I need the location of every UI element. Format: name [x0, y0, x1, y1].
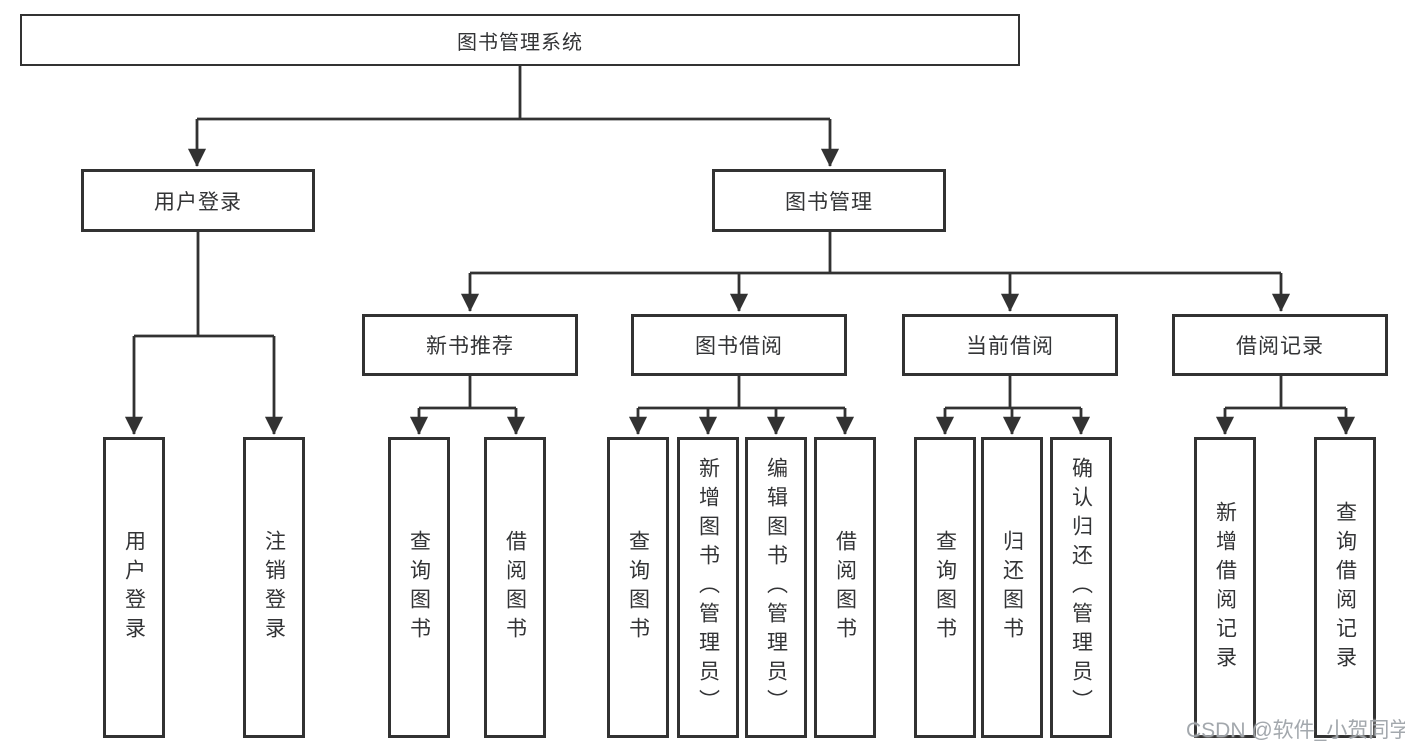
node-book-borrowing: 图书借阅 — [631, 314, 847, 376]
leaf-logout: 注销登录 — [243, 437, 305, 738]
node-borrowing-records: 借阅记录 — [1172, 314, 1388, 376]
node-library-system: 图书管理系统 — [20, 14, 1020, 66]
leaf-add-books-admin: 新增图书（管理员） — [677, 437, 739, 738]
node-book-management: 图书管理 — [712, 169, 946, 232]
leaf-user-login: 用户登录 — [103, 437, 165, 738]
leaf-borrow-books-borrowing-label: 借阅图书 — [833, 529, 857, 646]
leaf-edit-books-admin-label: 编辑图书（管理员） — [764, 457, 788, 718]
leaf-query-borrow-record: 查询借阅记录 — [1314, 437, 1376, 738]
leaf-add-borrow-record: 新增借阅记录 — [1194, 437, 1256, 738]
leaf-query-books-recommend: 查询图书 — [388, 437, 450, 738]
leaf-query-books-current: 查询图书 — [914, 437, 976, 738]
node-user-login: 用户登录 — [81, 169, 315, 232]
leaf-add-books-admin-label: 新增图书（管理员） — [696, 457, 720, 718]
leaf-query-books-borrowing-label: 查询图书 — [626, 529, 650, 646]
node-current-borrowing: 当前借阅 — [902, 314, 1118, 376]
leaf-edit-books-admin: 编辑图书（管理员） — [745, 437, 807, 738]
leaf-user-login-label: 用户登录 — [122, 529, 146, 646]
leaf-borrow-books-recommend-label: 借阅图书 — [503, 529, 527, 646]
leaf-return-books: 归还图书 — [981, 437, 1043, 738]
leaf-query-books-current-label: 查询图书 — [933, 529, 957, 646]
leaf-confirm-return-admin-label: 确认归还（管理员） — [1069, 457, 1093, 718]
leaf-borrow-books-recommend: 借阅图书 — [484, 437, 546, 738]
node-new-book-recommend: 新书推荐 — [362, 314, 578, 376]
leaf-query-books-borrowing: 查询图书 — [607, 437, 669, 738]
leaf-add-borrow-record-label: 新增借阅记录 — [1213, 500, 1237, 675]
leaf-borrow-books-borrowing: 借阅图书 — [814, 437, 876, 738]
leaf-query-books-recommend-label: 查询图书 — [407, 529, 431, 646]
leaf-logout-label: 注销登录 — [262, 529, 286, 646]
leaf-confirm-return-admin: 确认归还（管理员） — [1050, 437, 1112, 738]
leaf-return-books-label: 归还图书 — [1000, 529, 1024, 646]
watermark: CSDN @软件_小贺同学 — [1186, 719, 1405, 742]
leaf-query-borrow-record-label: 查询借阅记录 — [1333, 500, 1357, 675]
